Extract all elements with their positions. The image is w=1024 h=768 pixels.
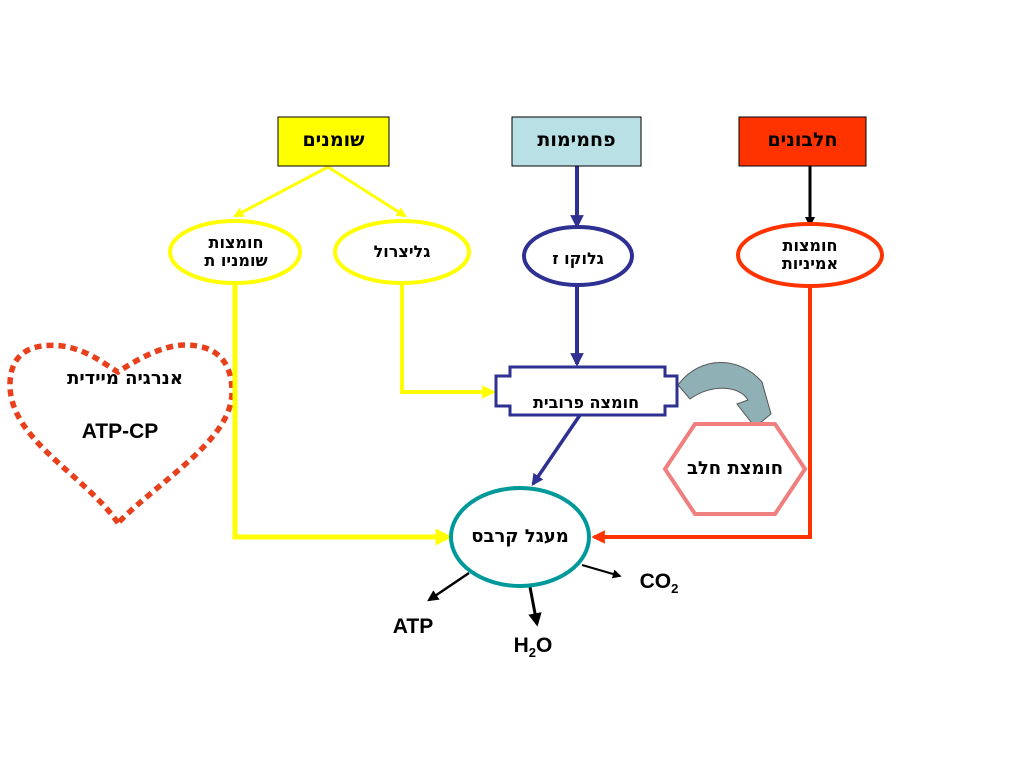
h2o-base: H xyxy=(513,634,529,657)
carbs-label: פחמימות xyxy=(537,129,616,151)
line-glycerol-to-pyruvic xyxy=(400,282,496,399)
fatty-acids-ellipse xyxy=(168,219,302,285)
amino-acids-label: חומצות אמיניות xyxy=(781,236,839,273)
arrow-fats-to-fatty-acids xyxy=(233,165,329,218)
glycerol-label: גליצרול xyxy=(373,242,431,261)
lactic-acid-hexagon xyxy=(662,422,808,516)
line-amino-acids-to-krebs xyxy=(591,287,812,544)
arrow-krebs-to-h2o xyxy=(528,586,542,627)
co2-subscript: 2 xyxy=(671,581,679,597)
atp-product-label: ATP xyxy=(392,615,434,638)
arrow-pyruvic-to-krebs xyxy=(531,414,582,486)
krebs-cycle-label: מעגל קרבס xyxy=(471,526,569,547)
arrow-krebs-to-co2 xyxy=(581,564,622,579)
atp-cp-label: ATP-CP xyxy=(81,420,159,443)
carbs-box xyxy=(511,116,642,167)
pyruvic-acid-box xyxy=(494,365,679,417)
h2o-tail: O xyxy=(536,634,553,657)
arrow-krebs-to-atp xyxy=(427,571,470,602)
curved-arrow-to-lactic-acid xyxy=(677,362,772,428)
lactic-acid-label: חומצת חלב xyxy=(686,458,784,479)
fats-box xyxy=(277,116,390,167)
amino-acids-ellipse xyxy=(736,222,884,288)
co2-base: CO xyxy=(639,570,672,593)
co2-product-label: CO2 xyxy=(628,570,690,596)
h2o-subscript: 2 xyxy=(528,645,537,661)
immediate-energy-heart xyxy=(7,342,235,528)
h2o-product-label: H2O xyxy=(500,634,566,660)
immediate-energy-title: אנרגיה מיידית xyxy=(67,368,183,389)
glucose-label: גלוקו ז xyxy=(552,249,604,268)
line-fatty-acids-to-krebs xyxy=(232,270,453,546)
krebs-cycle-ellipse xyxy=(449,486,591,588)
fats-label: שומנים xyxy=(302,129,365,151)
proteins-label: חלבונים xyxy=(767,129,838,151)
glycerol-ellipse xyxy=(333,219,471,285)
pyruvic-acid-label: חומצה פרובית xyxy=(532,393,640,412)
glucose-ellipse xyxy=(522,225,634,287)
proteins-box xyxy=(738,116,867,167)
arrow-fats-to-glycerol xyxy=(327,165,407,218)
fatty-acids-label: חומצות שומניו ת xyxy=(204,233,268,270)
